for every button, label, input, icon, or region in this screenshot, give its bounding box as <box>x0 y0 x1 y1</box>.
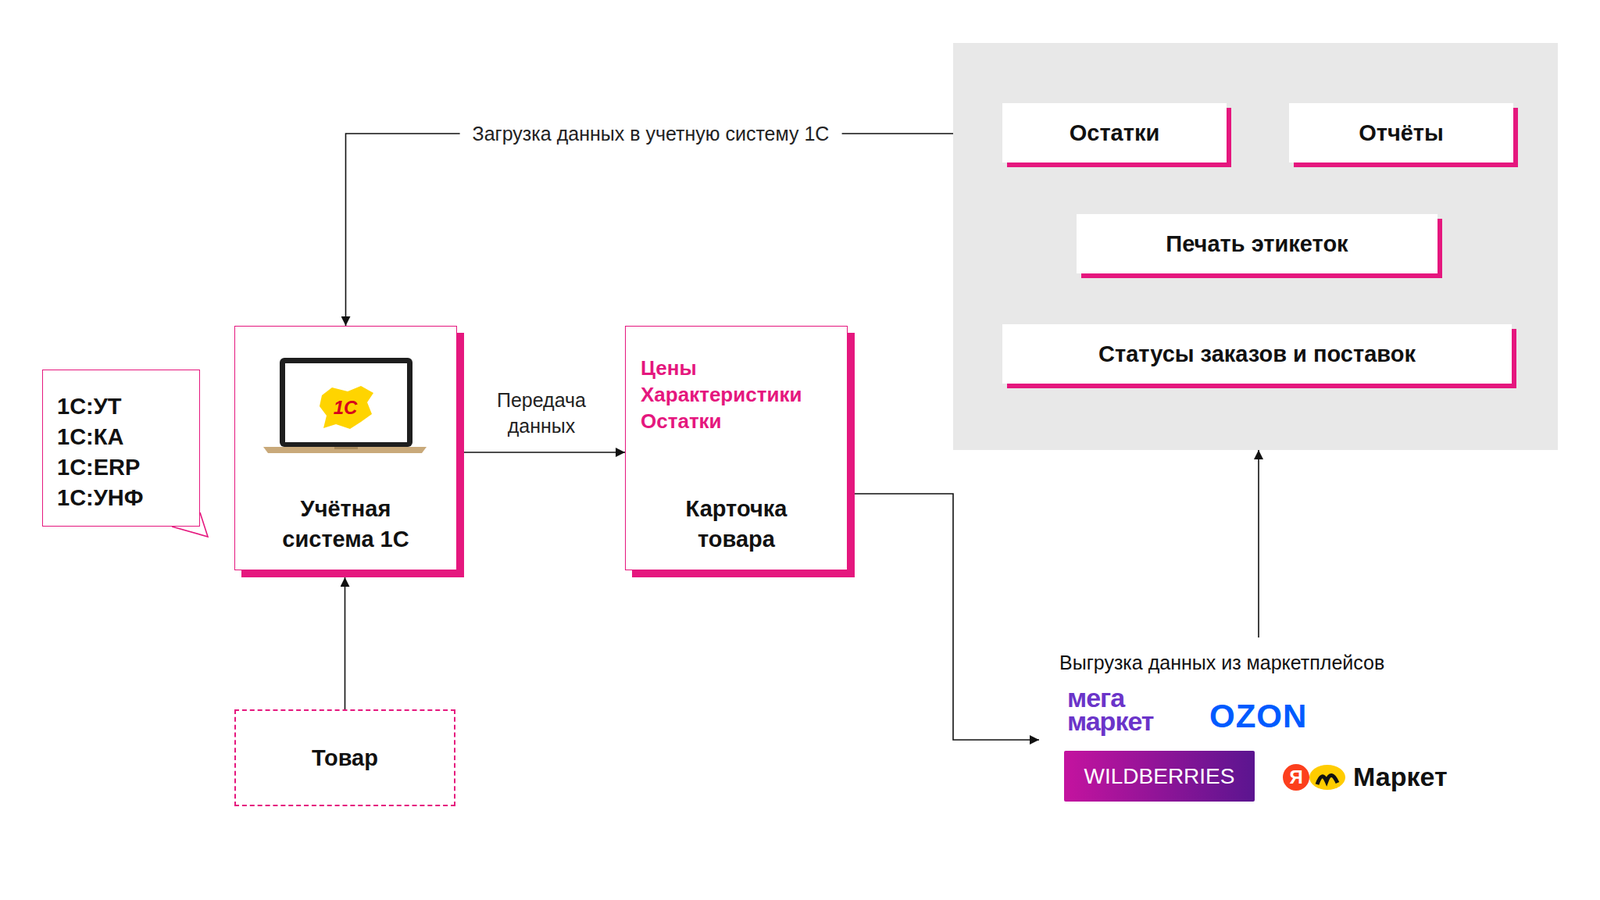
logo-text: мега маркет <box>1067 685 1169 733</box>
edge-label: Передача данных <box>486 387 597 440</box>
product-name: 1С:УНФ <box>57 482 143 514</box>
product-name: 1С:ERP <box>57 452 140 483</box>
logo-text: Я <box>1282 764 1310 791</box>
yandex-mark <box>1317 775 1338 785</box>
connector-arrow <box>854 493 1040 740</box>
connector-arrow <box>344 577 347 710</box>
box-label: Остатки <box>1002 103 1227 163</box>
callout-box: 1С:УТ1С:КА1С:ERP1С:УНФ <box>42 369 200 527</box>
logo-splash <box>319 385 374 429</box>
logo-text: OZON <box>1209 700 1308 733</box>
field-name: Остатки <box>640 408 722 435</box>
box-label: Печать этикеток <box>1076 214 1438 274</box>
callout-tail-fill <box>171 512 208 537</box>
panel-band: Остатки ОтчётыПечать этикетокСтатусы зака… <box>953 42 1558 450</box>
product-name: 1С:УТ <box>57 391 122 422</box>
connector-arrow <box>464 451 625 454</box>
box-label: Карточка товара <box>625 493 847 555</box>
system-box: 1С Учётная система 1С <box>234 325 458 571</box>
product-name: 1С:КА <box>57 421 124 453</box>
box-label: Статусы заказов и поставок <box>1002 324 1512 384</box>
edge-label: Загрузка данных в учетную систему 1С <box>460 121 843 147</box>
box-label: Учётная система 1С <box>235 493 457 555</box>
logo-text: Маркет <box>1353 760 1448 793</box>
field-name: Характеристики <box>640 382 802 408</box>
marketplace-group: Выгрузка данных из маркетплейсов мега мар… <box>1039 637 1461 813</box>
product-card-box: ЦеныХарактеристикиОстаткиКарточка товара <box>625 325 848 571</box>
box-label: Отчёты <box>1289 103 1514 163</box>
yandex-blob <box>1309 764 1346 790</box>
group-heading: Выгрузка данных из маркетплейсов <box>1059 651 1385 675</box>
connector-arrow <box>1257 450 1260 638</box>
logo-text: WILDBERRIES <box>1064 750 1255 802</box>
laptop-screen <box>279 357 413 447</box>
laptop-display <box>285 363 408 443</box>
box-label: Товар <box>235 710 454 805</box>
process-box: Статусы заказов и поставок <box>1002 324 1512 384</box>
source-box: Товар <box>234 709 456 807</box>
process-box: Отчёты <box>1289 103 1514 163</box>
callout-tail <box>171 512 208 537</box>
laptop-base <box>263 446 427 454</box>
laptop-notch <box>334 446 358 450</box>
process-box: Печать этикеток <box>1076 214 1438 274</box>
logo-text: 1С <box>314 392 377 424</box>
process-box: Остатки <box>1002 103 1227 163</box>
field-name: Цены <box>640 355 697 382</box>
connector-arrow <box>346 133 954 326</box>
